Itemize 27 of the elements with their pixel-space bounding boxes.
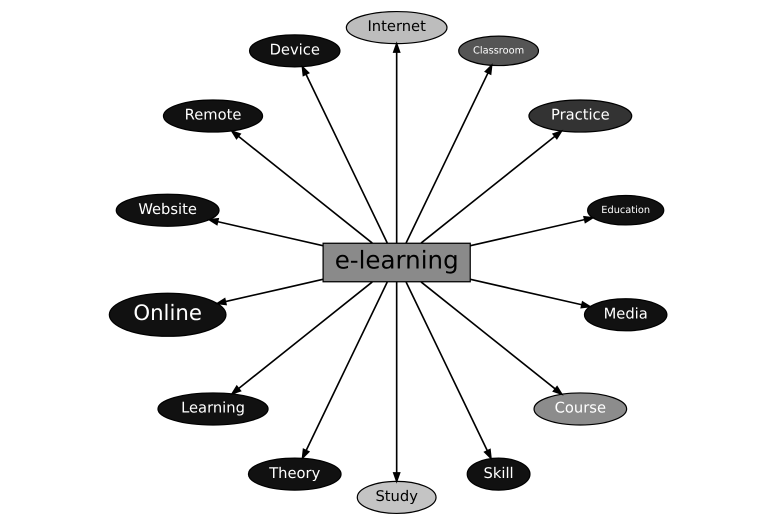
arrow xyxy=(420,130,563,244)
node-ellipse: Device xyxy=(248,34,340,68)
arrow xyxy=(470,278,592,309)
node-ellipse: Study xyxy=(356,480,436,514)
node-ellipse: Media xyxy=(583,298,668,332)
node-ellipse: Learning xyxy=(156,392,268,426)
node-ellipse: Internet xyxy=(345,10,448,44)
arrow xyxy=(301,282,388,460)
node-ellipse: Classroom xyxy=(458,36,539,66)
arrow xyxy=(420,281,564,396)
arrow xyxy=(206,218,323,246)
node-ellipse: Skill xyxy=(466,458,530,491)
node-ellipse: Remote xyxy=(162,99,263,133)
arrow xyxy=(229,130,372,244)
node-ellipse: Course xyxy=(532,392,627,426)
node-box: e-learning xyxy=(322,242,470,282)
node-ellipse: Education xyxy=(586,194,664,226)
arrow xyxy=(392,282,400,484)
arrow xyxy=(300,64,388,244)
node-ellipse: Practice xyxy=(528,99,632,133)
arrow xyxy=(230,281,372,396)
arrow xyxy=(392,41,400,244)
node-ellipse: Theory xyxy=(247,458,342,491)
arrow xyxy=(404,63,492,244)
arrow xyxy=(214,278,323,306)
arrow xyxy=(470,216,595,246)
arrow xyxy=(404,282,492,460)
